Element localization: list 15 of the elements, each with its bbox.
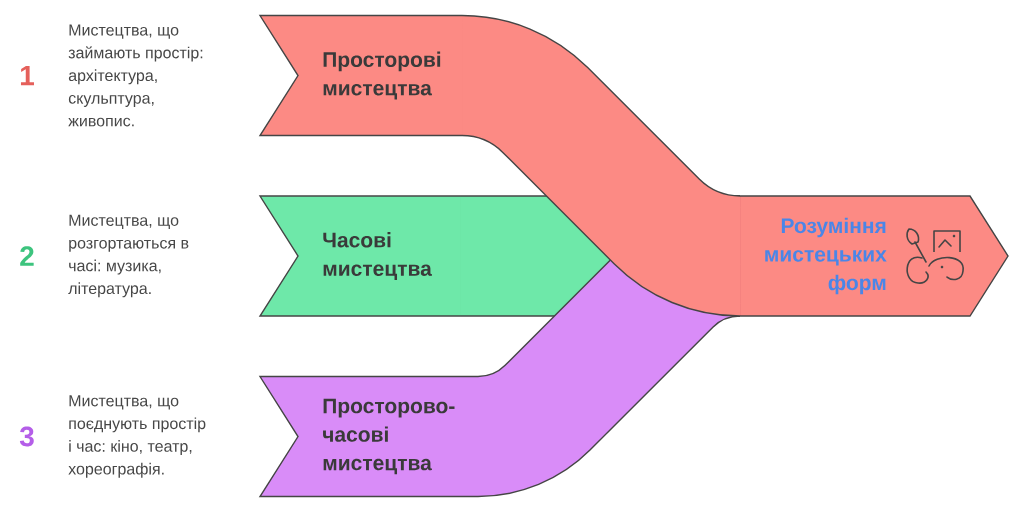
step-number: 3 bbox=[19, 426, 34, 447]
step-number: 2 bbox=[20, 246, 34, 266]
node-label: Розуміння мистецьких форм bbox=[765, 217, 887, 295]
falling-band bbox=[460, 14, 743, 317]
arrow-box: Розуміння мистецьких форм bbox=[736, 195, 1009, 317]
description-text: Мистецтва, що займають простір: архітектура, скульптура, живопис. bbox=[68, 24, 203, 127]
step-number: 1 bbox=[21, 65, 34, 86]
node-label: Просторові мистецтва bbox=[323, 51, 441, 100]
node-label: Часові мистецтва bbox=[323, 232, 432, 280]
chevron-box: Просторові мистецтва bbox=[258, 14, 464, 137]
description-text: Мистецтва, що розгортаються в часі: музика, література. bbox=[68, 214, 189, 298]
node-label: Просторово-часові мистецтва bbox=[323, 398, 455, 475]
chevron-box: Просторово-часові мистецтва bbox=[258, 375, 480, 498]
chevron-box: Часові мистецтва bbox=[258, 195, 462, 317]
description-text: Мистецтва, що поєднують простір і час: кіно, театр, хореографія. bbox=[68, 395, 206, 478]
